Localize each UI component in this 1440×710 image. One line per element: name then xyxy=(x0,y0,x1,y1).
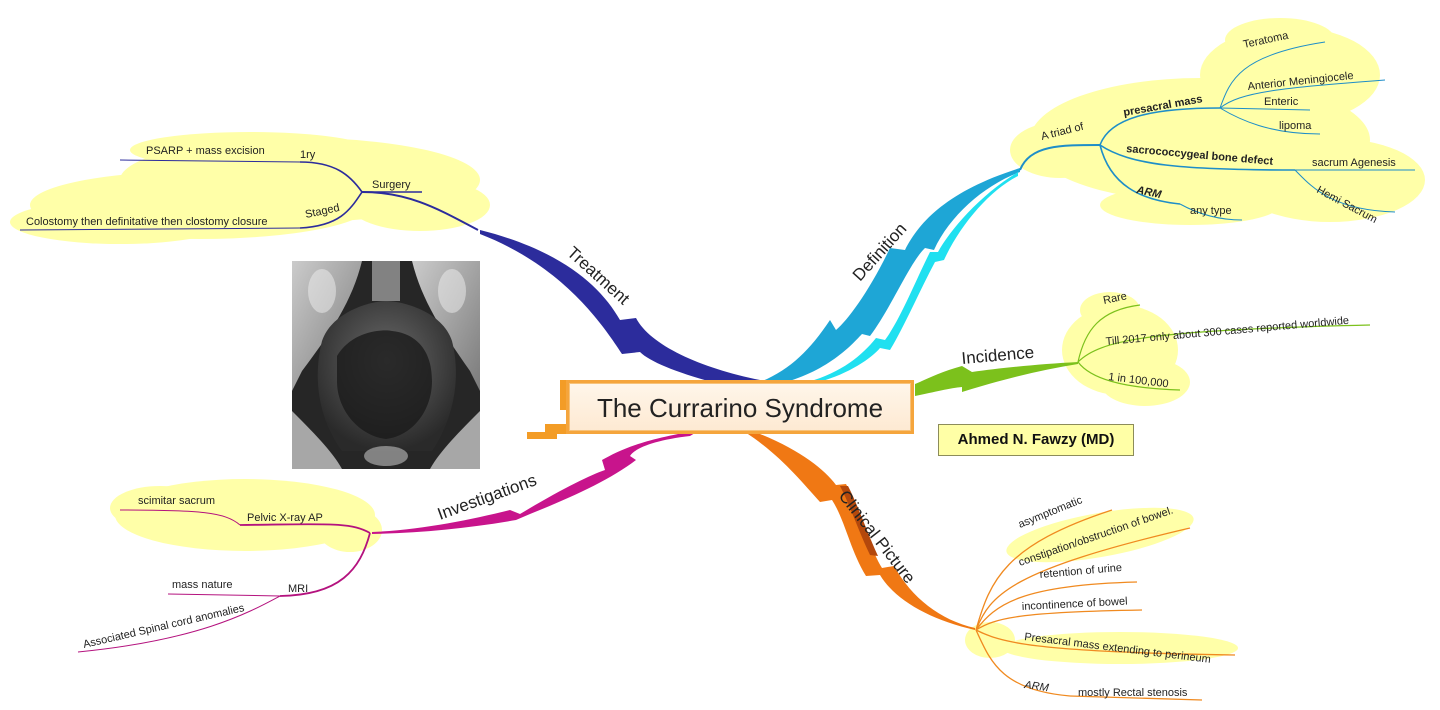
branch-label-incidence: Incidence xyxy=(961,343,1035,368)
node-surgery: Surgery xyxy=(372,179,411,191)
ribbon-clinical-dark xyxy=(840,486,878,556)
incidence-item-0: Rare xyxy=(1102,290,1128,307)
presacral-item-3: lipoma xyxy=(1279,120,1312,132)
lines-incidence xyxy=(1077,304,1371,391)
node-clinical-arm: ARM xyxy=(1023,679,1051,695)
mri-item-1: Associated Spinal cord anomalies xyxy=(82,602,246,651)
bone-item-0: sacrum Agenesis xyxy=(1312,157,1396,169)
central-title-box: The Currarino Syndrome xyxy=(566,380,914,434)
clinical-item-2: retention of urine xyxy=(1039,562,1122,581)
ribbon-definition-light xyxy=(790,172,1018,386)
node-pelvic-xray: Pelvic X-ray AP xyxy=(247,512,323,524)
lines-investigations xyxy=(77,509,371,653)
ribbon-investigations xyxy=(372,430,700,534)
ribbon-incidence xyxy=(915,362,1078,396)
node-staged-detail: Colostomy then definitative then clostom… xyxy=(26,216,268,228)
ribbon-definition xyxy=(760,168,1020,384)
central-title: The Currarino Syndrome xyxy=(596,393,884,423)
bubble-clinical xyxy=(965,507,1238,664)
node-mri: MRI xyxy=(288,583,308,595)
node-arm: ARM xyxy=(1134,184,1163,201)
presacral-item-2: Enteric xyxy=(1264,96,1299,108)
lines-clinical xyxy=(975,509,1236,701)
lines-definition xyxy=(1019,41,1415,221)
xray-item: scimitar sacrum xyxy=(138,495,215,507)
bubble-investigations xyxy=(110,479,382,552)
clinical-arm-item: mostly Rectal stenosis xyxy=(1078,687,1188,699)
author-box: Ahmed N. Fawzy (MD) xyxy=(938,424,1134,456)
ribbon-treatment xyxy=(480,230,760,384)
author-name: Ahmed N. Fawzy (MD) xyxy=(957,431,1115,448)
lines-treatment xyxy=(19,159,479,231)
bubble-treatment xyxy=(10,132,490,244)
node-primary-detail: PSARP + mass excision xyxy=(146,145,265,157)
arm-item: any type xyxy=(1190,205,1232,217)
clinical-item-3: incontinence of bowel xyxy=(1022,595,1128,613)
bubble-definition xyxy=(1010,18,1425,225)
mri-item-0: mass nature xyxy=(172,579,233,591)
pelvic-xray-image xyxy=(292,261,480,469)
node-primary: 1ry xyxy=(300,149,316,161)
